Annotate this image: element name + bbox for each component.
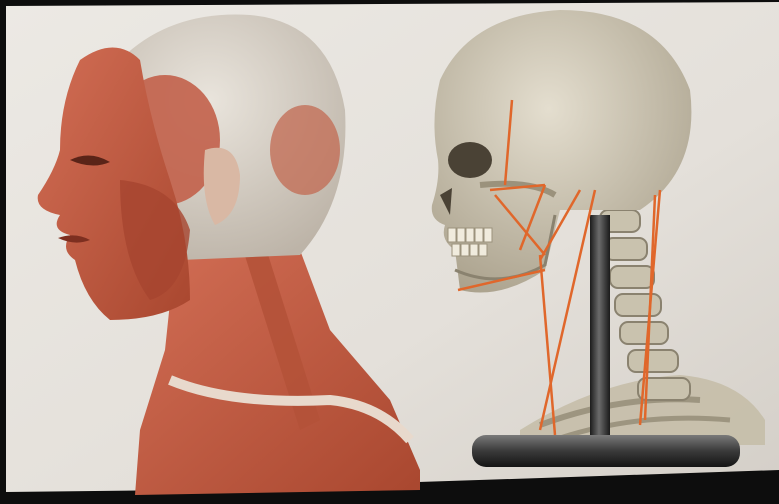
- teeth: [448, 228, 492, 256]
- stand-base: [472, 435, 740, 467]
- eye-socket: [448, 142, 492, 178]
- occipital-muscle: [270, 105, 340, 195]
- stand-rod: [590, 215, 610, 435]
